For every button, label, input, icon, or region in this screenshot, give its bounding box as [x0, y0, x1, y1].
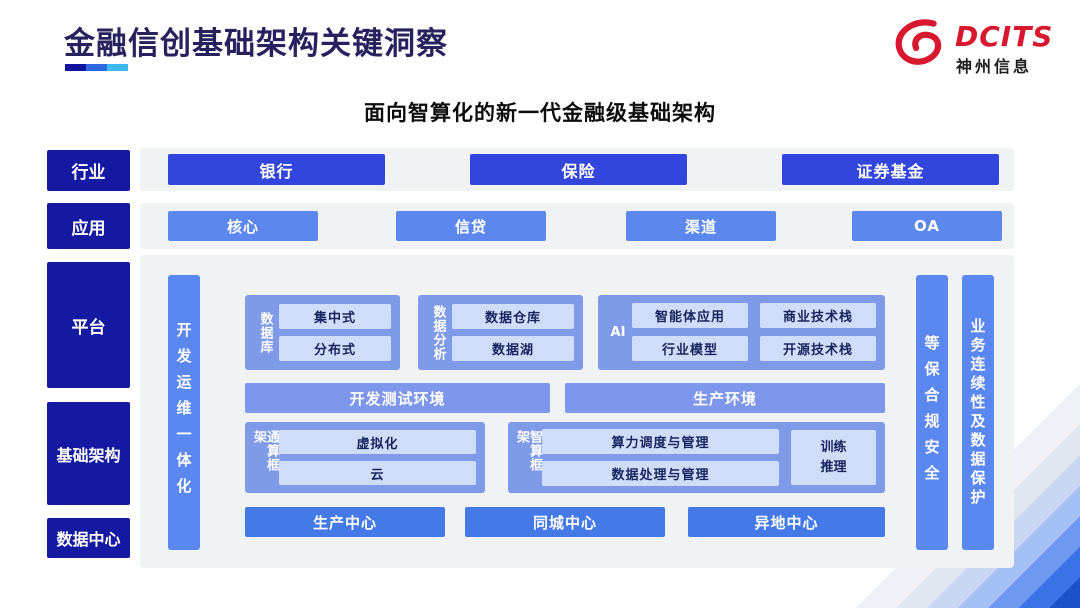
ai-box-commercial-stack: 商业技术栈 — [760, 303, 876, 328]
analytics-box-lake: 数据湖 — [452, 336, 574, 361]
analytics-group-label: 数据分析 — [430, 304, 446, 361]
continuity-vertical-bar: 业务连续性及数据保护 — [962, 275, 994, 550]
layer-label-application: 应用 — [47, 203, 130, 249]
remote-center-bar: 异地中心 — [688, 507, 885, 537]
analytics-group: 数据分析 数据仓库 数据湖 — [418, 295, 583, 370]
samecity-center-bar: 同城中心 — [465, 507, 665, 537]
training-inference-box: 训练 推理 — [791, 430, 876, 485]
production-center-bar: 生产中心 — [245, 507, 445, 537]
ai-box-industry-model: 行业模型 — [632, 336, 748, 361]
diagram-title: 面向智算化的新一代金融级基础架构 — [364, 101, 716, 125]
compute-box-scheduling: 算力调度与管理 — [542, 429, 779, 454]
industry-box-insurance: 保险 — [470, 154, 687, 185]
ai-box-opensource-stack: 开源技术栈 — [760, 336, 876, 361]
database-box-centralized: 集中式 — [279, 304, 391, 329]
industry-box-bank: 银行 — [168, 154, 385, 185]
devops-bar-label: 开发运维一体化 — [174, 321, 193, 504]
compute-box-virtualization: 虚拟化 — [279, 430, 476, 454]
industry-row: 银行 保险 证券基金 — [140, 148, 1014, 191]
compute-box-cloud: 云 — [279, 461, 476, 485]
company-name: 神州信息 — [956, 57, 1033, 76]
application-row: 核心 信贷 渠道 OA — [140, 203, 1014, 249]
ai-compute-group: 智算框架 算力调度与管理 数据处理与管理 训练 推理 — [508, 422, 885, 493]
platform-container: 开发运维一体化 数据库 集中式 分布式 数据分析 数据仓库 数据湖 AI 智能体… — [140, 255, 1014, 568]
devops-vertical-bar: 开发运维一体化 — [168, 275, 200, 550]
underline-segment-dark — [65, 64, 86, 71]
security-vertical-bar: 等保合规安全 — [916, 275, 948, 550]
database-box-distributed: 分布式 — [279, 336, 391, 361]
dcits-logo-text: DCITS — [955, 20, 1054, 53]
general-compute-group: 通算框架 虚拟化 云 — [245, 422, 485, 493]
dcits-swirl-icon — [887, 13, 954, 74]
layer-label-platform: 平台 — [47, 262, 130, 388]
compute-box-data-mgmt: 数据处理与管理 — [542, 461, 779, 486]
app-box-channel: 渠道 — [626, 211, 776, 241]
ai-box-agent-app: 智能体应用 — [632, 303, 748, 328]
page-title: 金融信创基础架构关键洞察 — [64, 26, 448, 62]
continuity-bar-label: 业务连续性及数据保护 — [968, 317, 987, 508]
title-underline — [65, 64, 128, 71]
production-env-bar: 生产环境 — [565, 383, 885, 413]
database-group: 数据库 集中式 分布式 — [245, 295, 400, 370]
database-group-label: 数据库 — [257, 311, 273, 354]
general-compute-group-label: 通算框架 — [251, 430, 279, 472]
layer-label-industry: 行业 — [47, 150, 130, 191]
underline-segment-blue — [86, 64, 107, 71]
ai-group: AI 智能体应用 商业技术栈 行业模型 开源技术栈 — [598, 295, 885, 370]
app-box-credit: 信贷 — [396, 211, 546, 241]
app-box-oa: OA — [852, 211, 1002, 241]
devtest-env-bar: 开发测试环境 — [245, 383, 550, 413]
underline-segment-cyan — [107, 64, 128, 71]
ai-compute-group-label: 智算框架 — [514, 430, 542, 472]
analytics-box-warehouse: 数据仓库 — [452, 304, 574, 329]
layer-label-datacenter: 数据中心 — [47, 518, 130, 558]
ai-group-label: AI — [610, 325, 626, 340]
industry-box-securities: 证券基金 — [782, 154, 999, 185]
app-box-core: 核心 — [168, 211, 318, 241]
layer-label-infrastructure: 基础架构 — [47, 402, 130, 505]
security-bar-label: 等保合规安全 — [922, 334, 941, 491]
